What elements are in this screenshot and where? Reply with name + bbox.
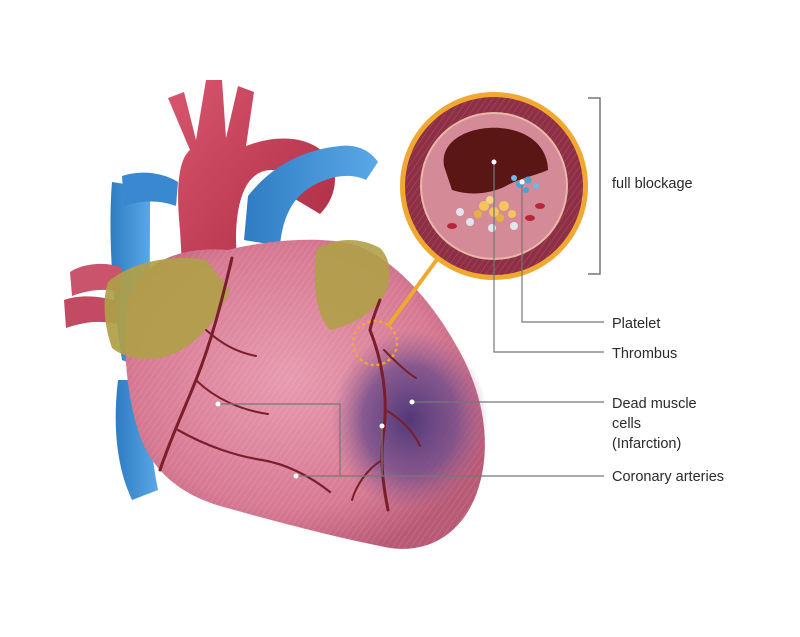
leader-dot-artery-1: [215, 401, 221, 407]
label-coronary-arteries: Coronary arteries: [612, 469, 725, 485]
leader-dot-platelet: [519, 179, 525, 185]
leader-dot-artery-2: [379, 423, 385, 429]
blockage-highlight-ring: [351, 319, 399, 367]
aorta: [168, 80, 335, 300]
label-dead-muscle-line2: cells: [612, 416, 642, 432]
magnifier-connector: [386, 256, 440, 328]
left-atrium: [104, 258, 230, 359]
leader-dot-thrombus: [491, 159, 497, 165]
platelet-leader: [521, 182, 604, 323]
pulmonary-artery: [122, 145, 378, 246]
leader-dot-infarction: [409, 399, 415, 405]
coronary-leader-1: [218, 403, 341, 476]
label-dead-muscle-line1: Dead muscle: [612, 396, 697, 412]
label-dead-muscle-cells: Dead muscle cells (Infarction): [612, 394, 722, 454]
infarction-region: [332, 330, 488, 510]
full-blockage-bracket: [588, 97, 601, 275]
thrombus-leader: [493, 162, 604, 353]
label-full-blockage: full blockage: [612, 176, 693, 192]
right-atrium: [314, 240, 390, 330]
pulmonary-veins: [64, 263, 122, 328]
leader-dot-artery-3: [293, 473, 299, 479]
coronary-arteries: [158, 256, 421, 512]
label-thrombus: Thrombus: [612, 346, 678, 362]
plaque-cluster: [456, 196, 518, 232]
label-dead-muscle-line3: (Infarction): [612, 436, 682, 452]
label-platelet: Platelet: [612, 316, 661, 332]
